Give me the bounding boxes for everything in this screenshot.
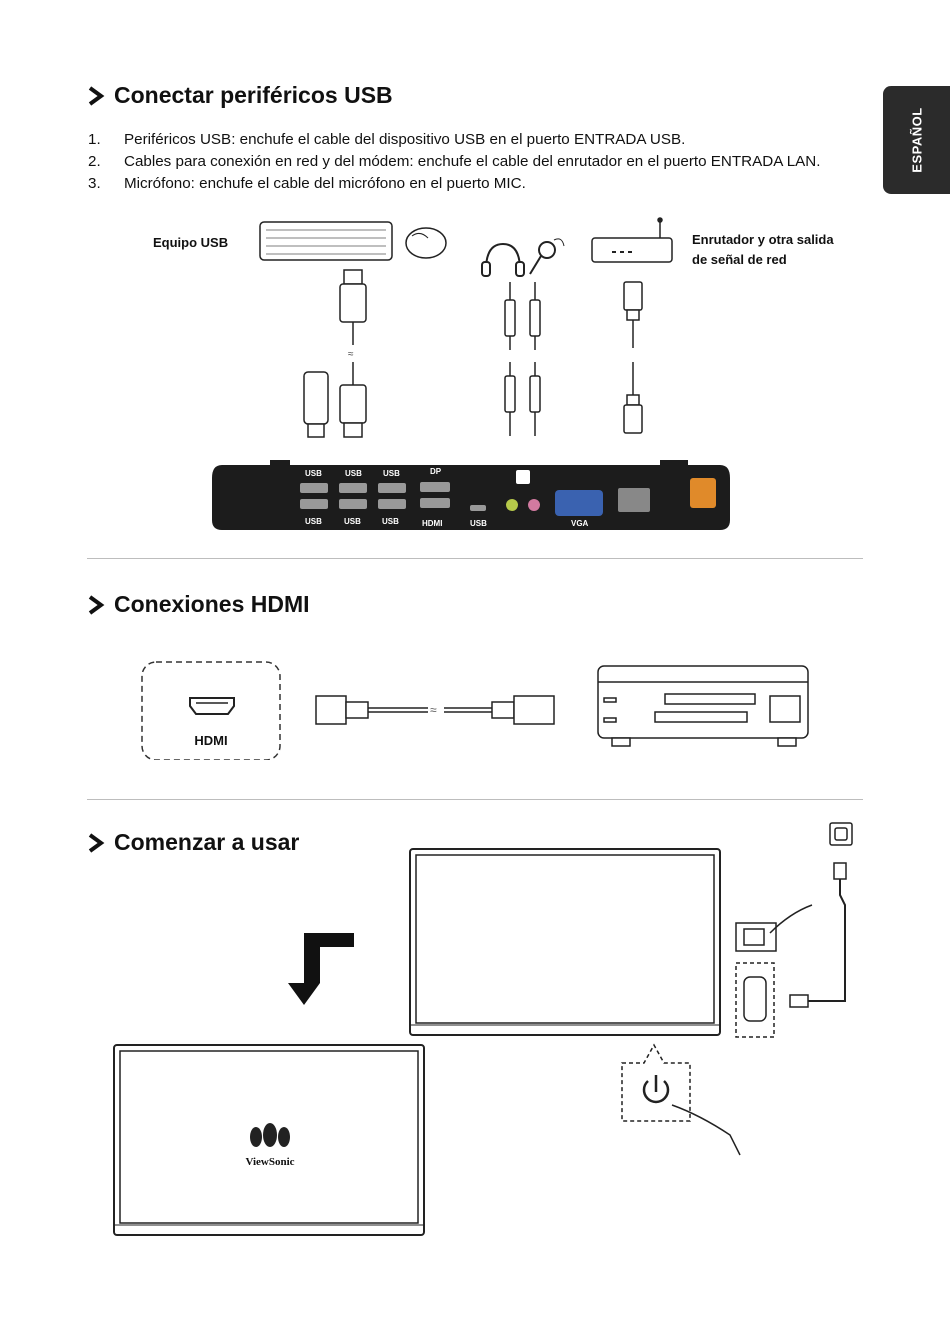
device-port-panel: USB USB USB USB USB USB DP HDMI USB VGA: [212, 460, 730, 530]
list-item: 1. Periféricos USB: enchufe el cable del…: [88, 131, 686, 148]
list-item: 2. Cables para conexión en red y del mód…: [88, 153, 821, 170]
headphones-icon: [481, 242, 525, 277]
usb-section-title: Conectar periféricos USB: [86, 82, 393, 109]
usb-connection-diagram: ≈: [212, 217, 730, 530]
usb-device-label: Equipo USB: [153, 235, 229, 250]
hdmi-section-title: Conexiones HDMI: [86, 591, 310, 618]
usb-flash-drive-icon: [303, 371, 329, 438]
router-label: Enrutador y otra salida de señal de red: [692, 232, 834, 267]
power-cord: [789, 862, 847, 1008]
media-player-icon: [597, 665, 809, 747]
start-diagram: ViewSonic: [113, 822, 853, 1236]
display-top: [409, 848, 721, 1036]
wall-socket-icon: [829, 822, 853, 846]
brand-name: ViewSonic: [245, 1156, 294, 1168]
hdmi-connection-diagram: HDMI ≈: [141, 661, 809, 760]
hdmi-port-label: HDMI: [422, 519, 442, 528]
audio-cables: [504, 282, 541, 436]
chevron-right-icon: [88, 594, 105, 615]
power-icon: [642, 1075, 670, 1104]
usb-instructions-list: 1. Periféricos USB: enchufe el cable del…: [88, 129, 858, 195]
start-section-title: Comenzar a usar: [86, 829, 299, 856]
usb-port-label: USB: [383, 469, 400, 478]
hdmi-port-box: [141, 661, 281, 760]
hdmi-port-icon: [189, 697, 235, 715]
usb-port-label: USB: [305, 517, 322, 526]
usb-port-label: USB: [345, 469, 362, 478]
dp-port-label: DP: [430, 467, 442, 476]
lan-cable: [623, 281, 643, 434]
hdmi-box-label: HDMI: [194, 733, 227, 748]
language-tab: ESPAÑOL: [883, 86, 950, 194]
power-inlet-icon: [735, 962, 775, 1038]
mouse-icon: [405, 227, 447, 259]
divider: [87, 558, 863, 559]
arrow-down-icon: [288, 933, 354, 1005]
router-icon: [591, 217, 673, 263]
svg-text:≈: ≈: [430, 703, 437, 717]
usb-port-label: USB: [344, 517, 361, 526]
usb-port-label: USB: [382, 517, 399, 526]
microphone-icon: [529, 238, 565, 275]
keyboard-icon: [259, 221, 393, 261]
chevron-right-icon: [88, 85, 105, 106]
hand-icon: [671, 1104, 741, 1156]
usb-cable-top: [339, 269, 367, 345]
chevron-right-icon: [88, 832, 105, 853]
divider: [87, 799, 863, 800]
viewsonic-birds-logo: [250, 1123, 290, 1147]
power-switch-icon: [735, 904, 813, 952]
svg-text:≈: ≈: [348, 349, 354, 360]
hdmi-cable: [315, 695, 555, 725]
list-item: 3. Micrófono: enchufe el cable del micró…: [88, 175, 526, 192]
usb-cable-bottom: [339, 362, 367, 438]
usb-port-label: USB: [305, 469, 322, 478]
usb-port-label: USB: [470, 519, 487, 528]
vga-port-label: VGA: [571, 519, 589, 528]
